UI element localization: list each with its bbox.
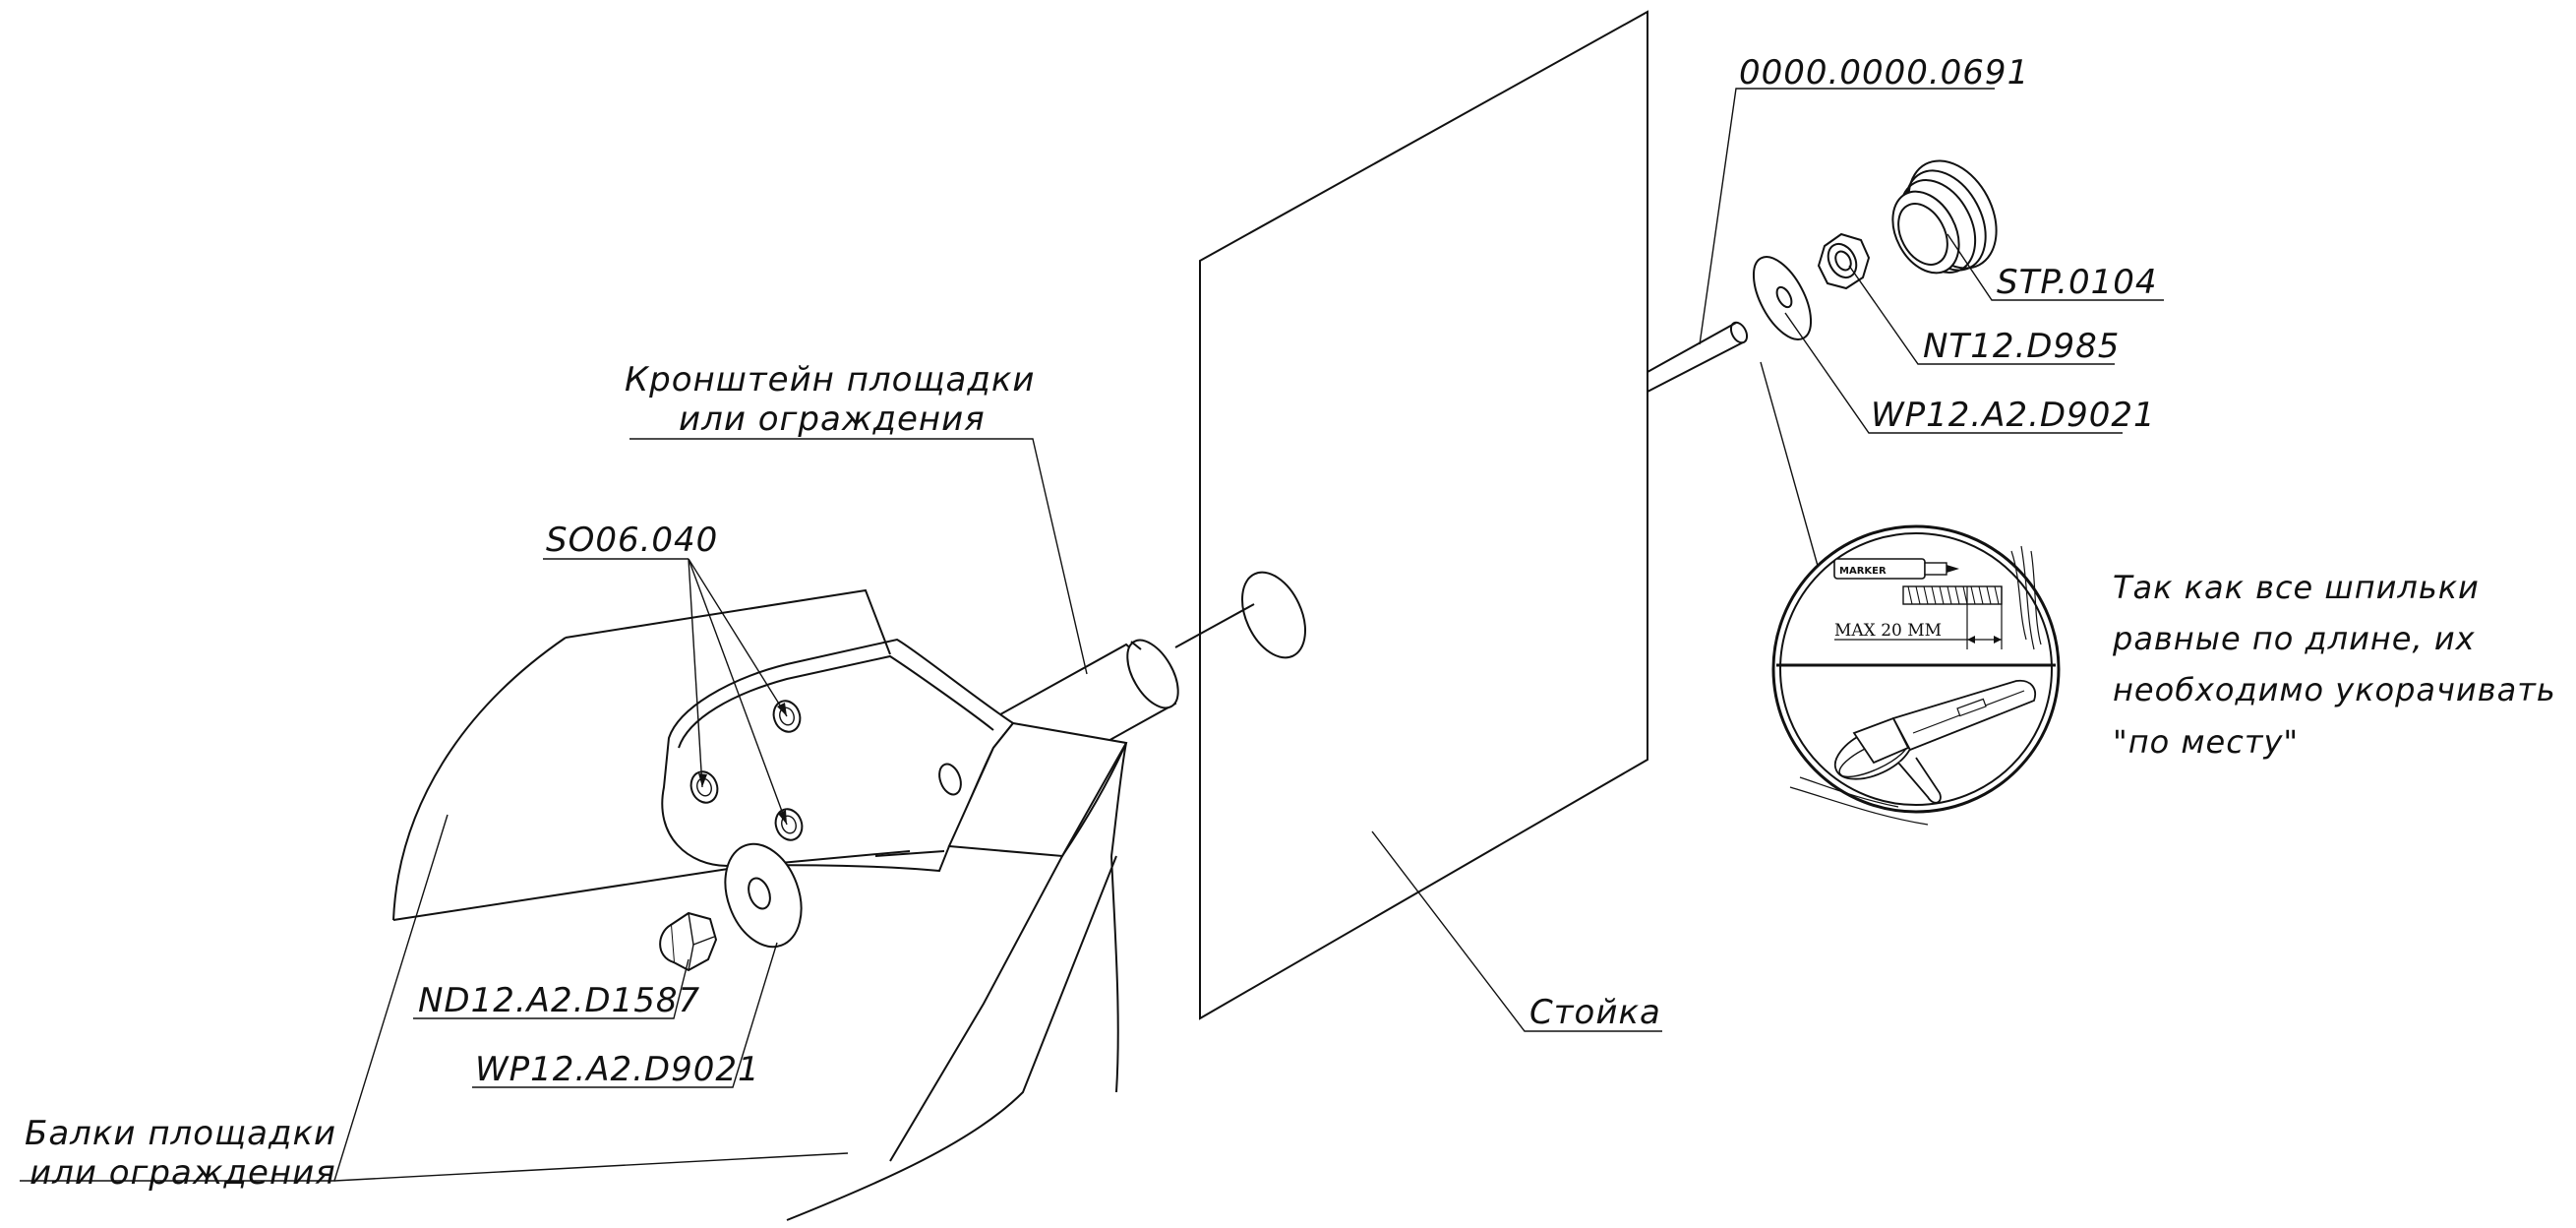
washer-left-code-label: WP12.A2.D9021 [475, 1050, 760, 1089]
marker-pen-icon: MARKER [1833, 558, 1959, 580]
stud-code-label: 0000.0000.0691 [1739, 53, 2029, 92]
leader-lines [20, 88, 2164, 1182]
acorn-nut [659, 911, 718, 972]
beams-label-line2: или ограждения [30, 1153, 336, 1193]
note-line-2: равные по длине, их [2112, 620, 2476, 657]
washer-left [724, 842, 803, 949]
cap-code-label: STP.0104 [1997, 263, 2158, 302]
acorn-nut-code-label: ND12.A2.D1587 [418, 981, 700, 1020]
svg-text:MARKER: MARKER [1839, 566, 1887, 577]
washer-right-code-label: WP12.A2.D9021 [1871, 396, 2156, 435]
threaded-stud-detail-icon [1834, 545, 2042, 650]
post-plate [1199, 10, 1648, 1020]
lock-nut [1817, 232, 1871, 290]
callout-labels: 0000.0000.0691 STP.0104 NT12.D985 WP12.A… [25, 53, 2158, 1193]
beams-label-line1: Балки площадки [25, 1114, 336, 1153]
note-line-1: Так как все шпильки [2113, 569, 2480, 606]
screw-code-label: SO06.040 [546, 521, 718, 560]
bracket-label-line2: или ограждения [679, 399, 986, 439]
post-label: Стойка [1529, 993, 1661, 1032]
bracket [661, 638, 1179, 873]
screw-2 [689, 770, 719, 804]
nut-code-label: NT12.D985 [1923, 327, 2120, 366]
detail-circle: MARKER MAX 20 MM [1771, 524, 2061, 826]
note-line-4: "по месту" [2113, 723, 2299, 761]
angle-grinder-icon [1789, 679, 2036, 826]
cut-note: Так как все шпильки равные по длине, их … [2112, 569, 2556, 761]
note-line-3: необходимо укорачивать [2113, 671, 2556, 708]
washer-right [1752, 256, 1813, 340]
bracket-label-line1: Кронштейн площадки [625, 360, 1035, 399]
max-length-text: MAX 20 MM [1834, 621, 1942, 641]
protective-cap [1891, 159, 1998, 275]
